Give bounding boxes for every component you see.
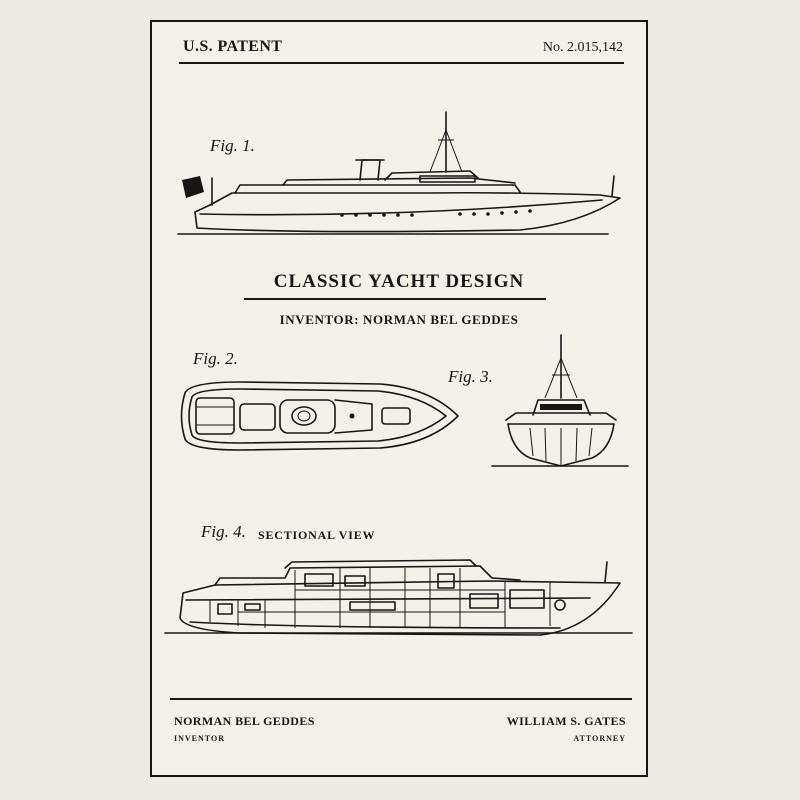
patent-number: No. 2.015,142 bbox=[542, 40, 623, 55]
fig2-label: Fig. 2. bbox=[193, 349, 238, 368]
inventor-role-label: INVENTOR bbox=[174, 734, 225, 743]
title-rule bbox=[244, 298, 546, 300]
fig4-label: Fig. 4. bbox=[201, 522, 246, 541]
footer-rule bbox=[170, 698, 632, 700]
drawing-title: CLASSIC YACHT DESIGN bbox=[273, 271, 525, 292]
header-rule bbox=[179, 62, 624, 64]
inventor-signature-name: NORMAN BEL GEDDES bbox=[174, 714, 315, 728]
inventor-line: INVENTOR: NORMAN BEL GEDDES bbox=[279, 312, 519, 327]
fig1-label: Fig. 1. bbox=[210, 136, 255, 155]
patent-header-label: U.S. PATENT bbox=[183, 38, 283, 55]
attorney-signature-name: WILLIAM S. GATES bbox=[506, 714, 626, 728]
attorney-role-label: ATTORNEY bbox=[573, 734, 626, 743]
fig4-caption: SECTIONAL VIEW bbox=[258, 528, 376, 542]
fig3-label: Fig. 3. bbox=[448, 367, 493, 386]
